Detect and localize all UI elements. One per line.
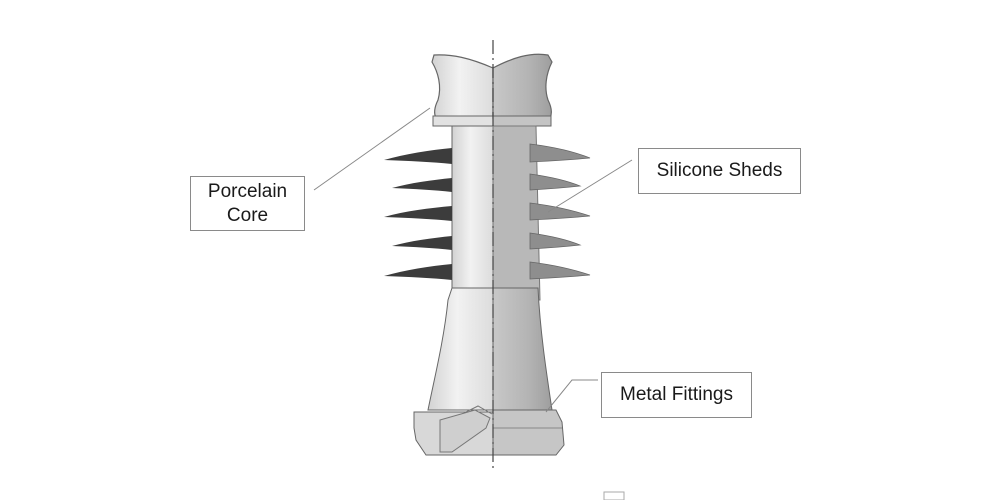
shed-right-2 — [529, 173, 581, 191]
metal-fittings-label: Metal Fittings — [601, 372, 752, 418]
metal-fittings-label-text: Metal Fittings — [620, 384, 733, 405]
bottom-edge-fragment — [603, 491, 625, 500]
neck-collar-right — [492, 115, 552, 127]
porcelain-core-label: Porcelain Core — [190, 176, 305, 231]
shed-left-4 — [392, 236, 452, 250]
shed-left-1 — [384, 148, 452, 164]
porcelain-core-label-line2: Core — [226, 204, 269, 226]
silicone-sheds-label-text: Silicone Sheds — [656, 160, 783, 181]
shed-left-5 — [384, 264, 452, 280]
fitting-detail — [439, 409, 491, 453]
lower-body-right — [492, 287, 553, 411]
shed-left-2 — [392, 178, 452, 192]
sheds-right — [529, 143, 591, 280]
porcelain-core-shaft — [451, 125, 494, 301]
silicone-sheds-label: Silicone Sheds — [638, 148, 801, 194]
shed-right-1 — [529, 143, 591, 163]
fitting-notch — [465, 405, 493, 415]
top-cap-left — [431, 54, 494, 119]
shed-right-5 — [529, 261, 591, 280]
neck-collar-left — [432, 115, 494, 127]
porcelain-core-label-line1: Porcelain — [207, 180, 288, 202]
shed-right-3 — [529, 202, 591, 221]
metal-fitting-right — [492, 409, 565, 456]
lower-body-left — [427, 287, 494, 411]
top-cap-right — [492, 53, 553, 119]
insulator-left-half — [384, 54, 494, 456]
sheds-left — [384, 148, 452, 280]
shed-right-4 — [529, 232, 581, 250]
leader-line-metal-fittings — [545, 379, 598, 413]
leader-line-porcelain-core — [313, 107, 431, 191]
leader-line-silicone-sheds — [547, 159, 633, 213]
insulator-right-half — [492, 53, 591, 456]
shed-left-3 — [384, 206, 452, 221]
